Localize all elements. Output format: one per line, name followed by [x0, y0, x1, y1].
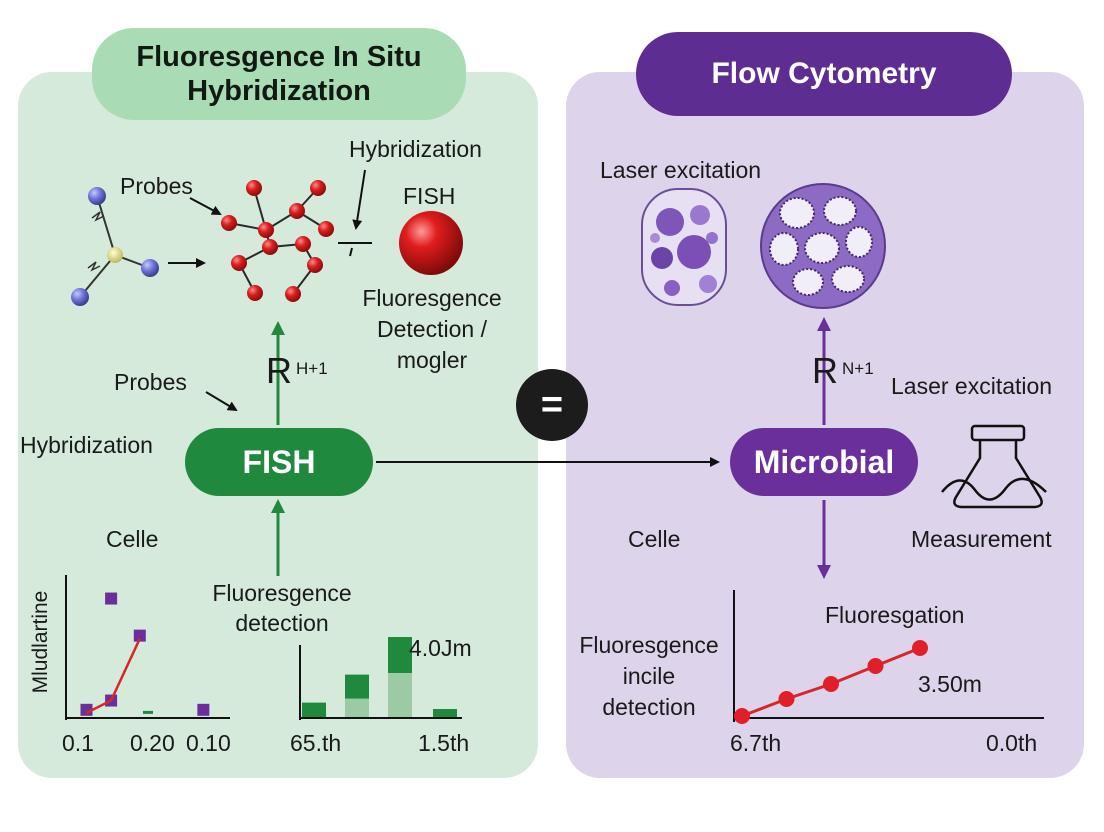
chart-c-tick-2: 0.0th	[986, 730, 1038, 756]
chart-a-point-5	[197, 703, 210, 716]
chart-c-point-4	[867, 658, 884, 674]
chart-a-point-2	[105, 592, 118, 605]
chart-b	[299, 637, 462, 720]
cell-field-icon	[760, 183, 886, 309]
chart-a-line	[85, 638, 141, 715]
hybridization-pointer-arrow	[352, 169, 366, 230]
chart-b-bar-dark-2	[345, 674, 369, 699]
probe-molecule-icon	[71, 187, 159, 306]
microbial-node: Microbial	[730, 428, 918, 496]
fish-node: FISH	[185, 428, 373, 496]
probe-network-icon	[221, 180, 334, 302]
fluorescence-detection-label: Fluoresgence detection	[212, 580, 352, 636]
fluorescence-detection-mogler-label: Fluoresgence Detection / mogler	[362, 285, 502, 373]
fish-small-label: FISH	[403, 183, 456, 209]
chart-c-point-3	[823, 676, 839, 692]
chart-c-ylabel: Fluoresgence incile detection	[579, 632, 719, 720]
chart-b-bar-dark-4	[433, 709, 457, 717]
chart-a-point-4	[133, 629, 146, 642]
chart-a-point-1	[80, 703, 93, 716]
chart-c-annotation: 3.50m	[918, 671, 982, 697]
chart-a	[65, 575, 230, 720]
chart-b-annotation: 4.0Jm	[409, 635, 472, 661]
probes-mid-arrow	[205, 391, 238, 412]
chart-b-bar-dark-1	[302, 702, 326, 717]
chart-c-point-1	[734, 708, 750, 724]
hybridization-top-label: Hybridization	[349, 136, 482, 162]
celle-left-label: Celle	[106, 526, 159, 552]
chart-a-tick-2: 0.20	[130, 730, 175, 756]
laser-excitation-top-label: Laser excitation	[600, 157, 762, 183]
chart-b-tick-1: 65.th	[290, 730, 342, 756]
celle-right-label: Celle	[628, 526, 681, 552]
chart-b-bar-light-2	[345, 698, 369, 717]
chart-c	[733, 590, 1044, 724]
chart-a-ylabel: Mludlartine	[29, 590, 52, 694]
probes-label-arrow	[189, 197, 222, 215]
chart-c-point-5	[912, 640, 928, 656]
fish-panel-title: Fluoresgence In Situ Hybridization	[92, 28, 466, 120]
fish-signal-sphere-icon	[399, 211, 463, 275]
chart-a-tick-1: 0.1	[62, 730, 94, 756]
hybridization-side-label: Hybridization	[20, 432, 153, 458]
stained-cells-capsule-icon	[641, 188, 727, 306]
chart-c-title: Fluoresgation	[825, 602, 965, 628]
equals-sign: =	[516, 369, 588, 441]
chart-a-tick-3: 0.10	[186, 730, 231, 756]
probes-top-label: Probes	[120, 173, 193, 199]
chart-b-bar-light-3	[388, 673, 412, 717]
measurement-label: Measurement	[911, 526, 1052, 552]
chart-c-point-2	[778, 691, 795, 707]
laser-excitation-side-label: Laser excitation	[891, 373, 1053, 399]
probes-mid-label: Probes	[114, 369, 187, 395]
chart-a-green-mark	[143, 710, 153, 714]
measurement-flask-icon	[941, 424, 1047, 509]
chart-b-tick-2: 1.5th	[418, 730, 470, 756]
chart-b-bar-dark-3	[388, 637, 412, 673]
chart-c-tick-1: 6.7th	[730, 730, 782, 756]
flow-cytometry-panel-title: Flow Cytometry	[636, 32, 1012, 116]
